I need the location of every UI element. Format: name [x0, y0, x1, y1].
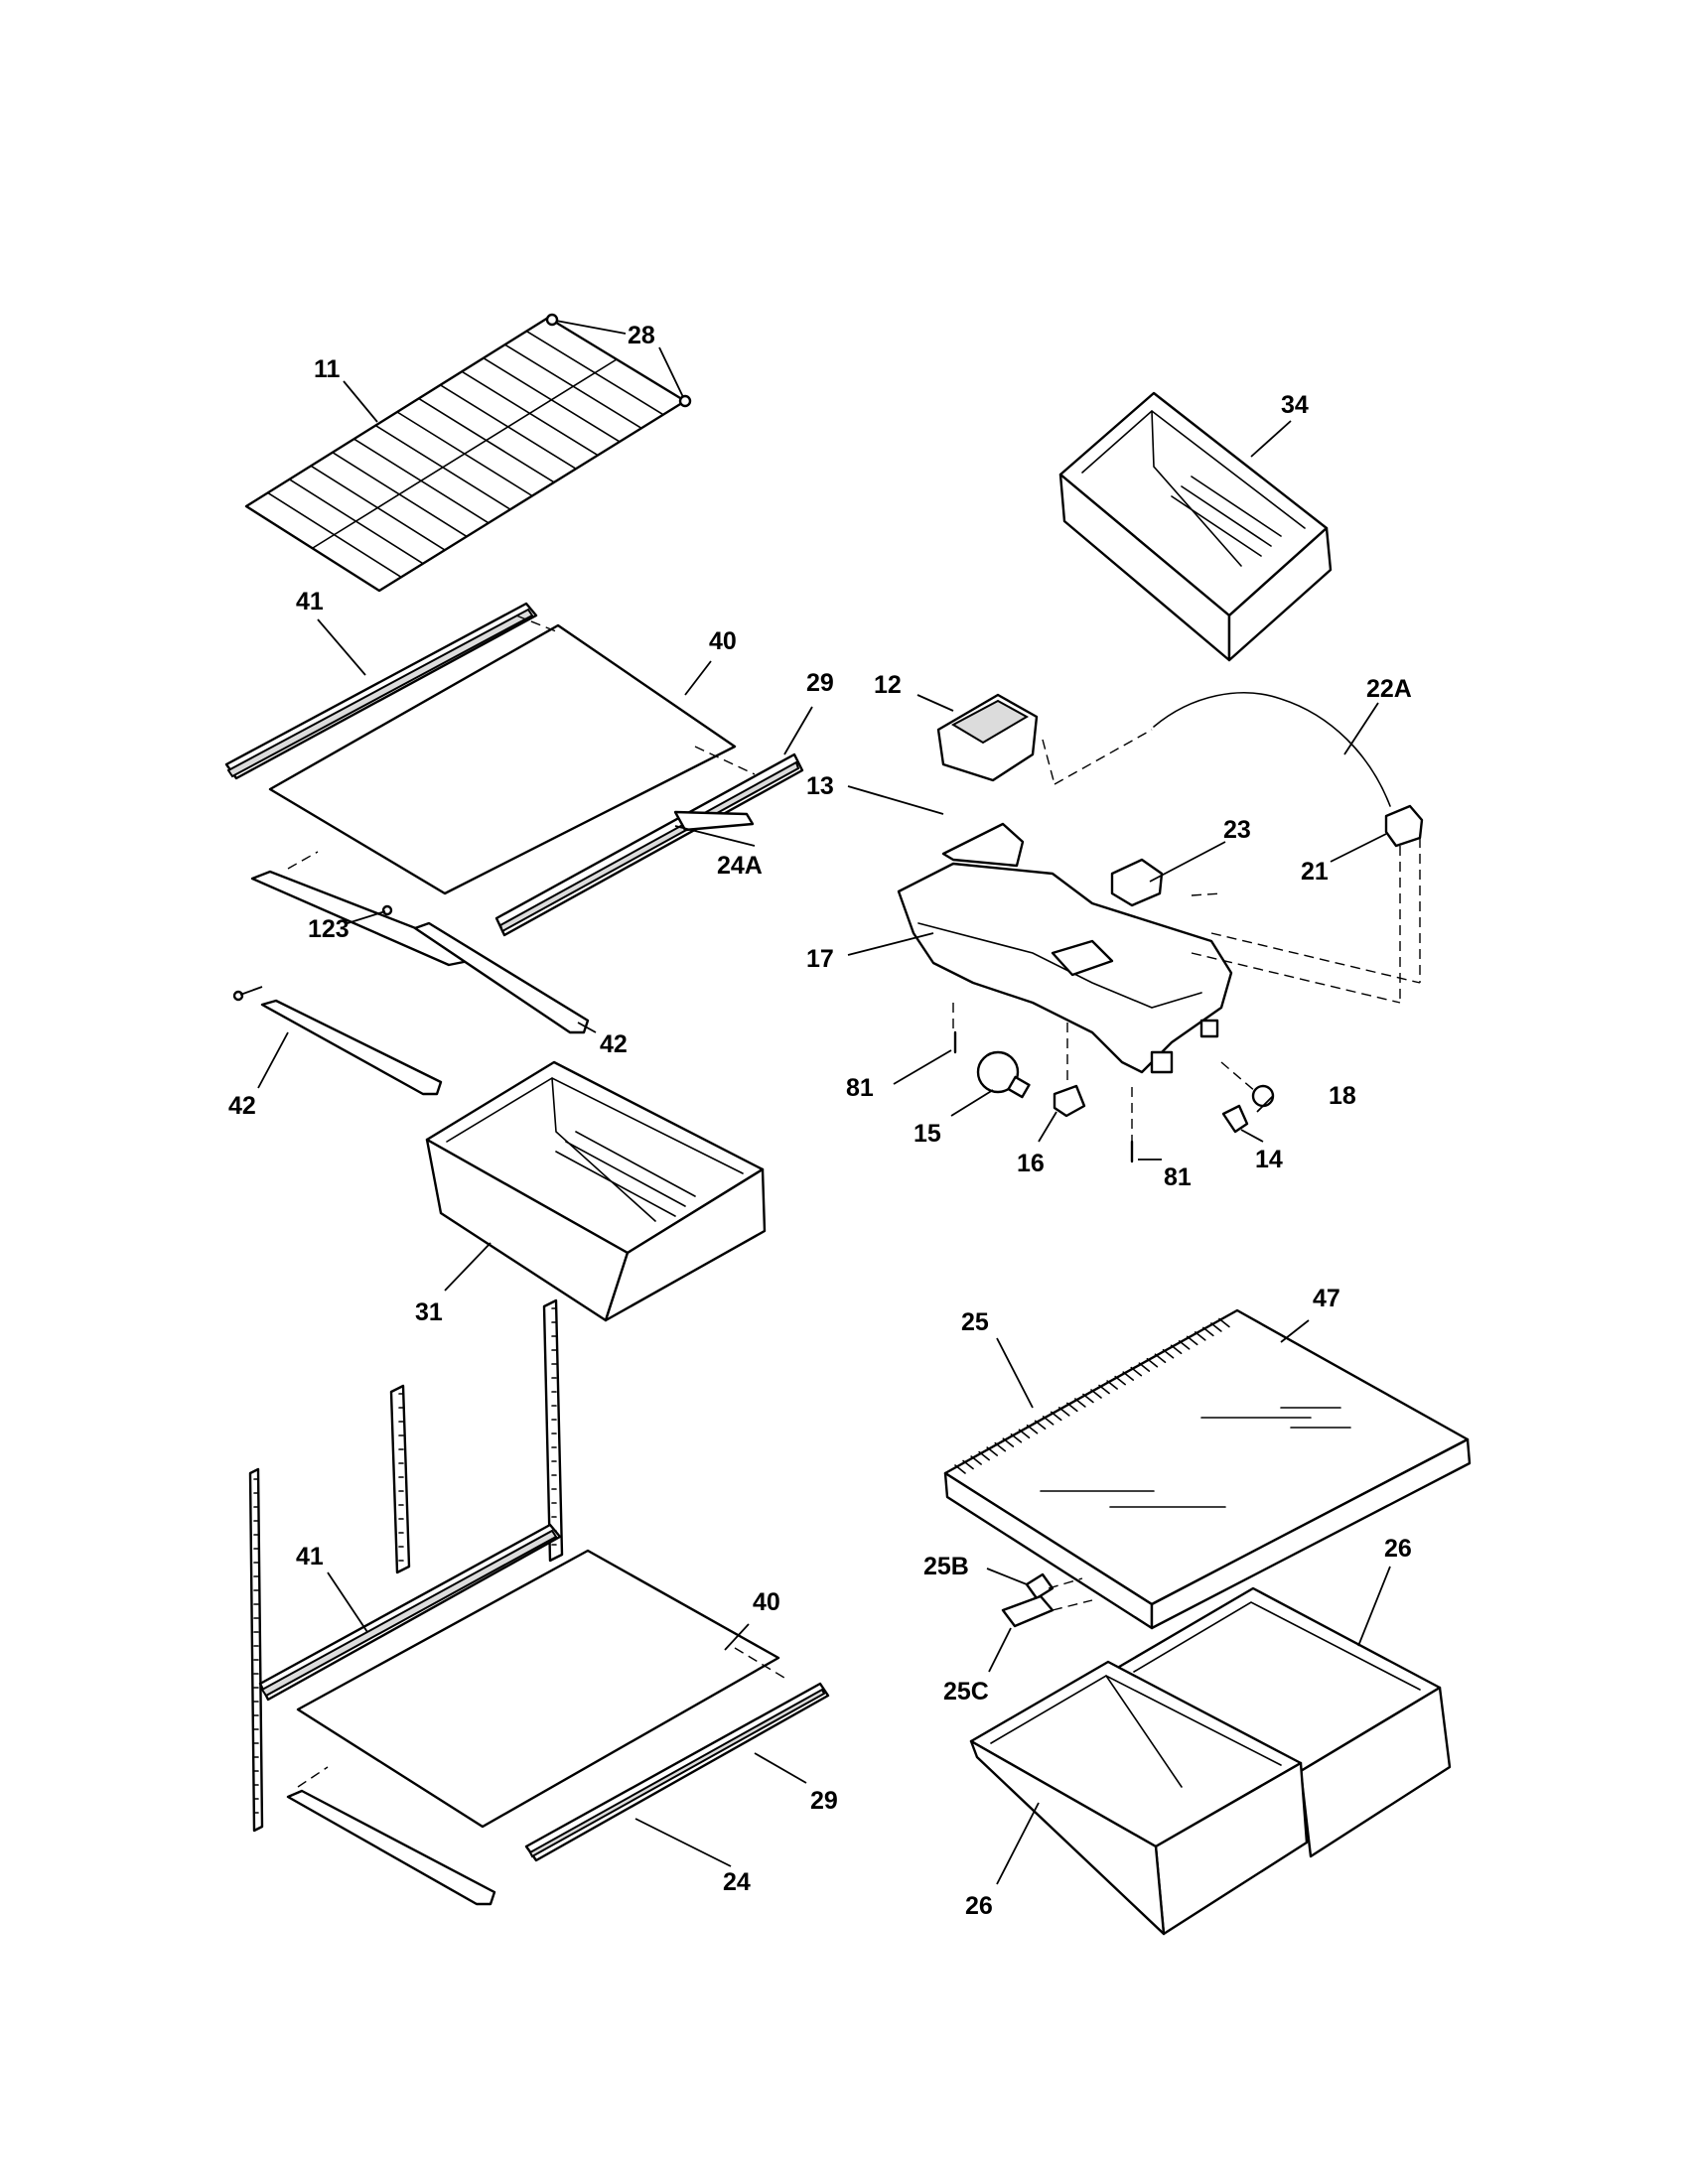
- crisper-cover-assembly: [943, 1308, 1472, 1936]
- callout-29: 29: [810, 1787, 838, 1815]
- callout-25b: 25B: [923, 1553, 969, 1580]
- callout-41: 41: [296, 1543, 324, 1570]
- callout-17: 17: [806, 945, 834, 973]
- callout-18: 18: [1329, 1082, 1356, 1110]
- lower-shelf-assembly: [248, 1298, 830, 1906]
- callout-42: 42: [600, 1030, 628, 1058]
- callout-42: 42: [228, 1092, 256, 1120]
- wire-shelf: [244, 313, 692, 593]
- callout-29: 29: [806, 669, 834, 697]
- upper-shelf-assembly: [224, 602, 804, 1096]
- callout-12: 12: [874, 671, 902, 699]
- crisper-drawer: [425, 1060, 767, 1322]
- callout-47: 47: [1313, 1285, 1340, 1312]
- callout-13: 13: [806, 772, 834, 800]
- callout-26: 26: [1384, 1535, 1412, 1563]
- callout-14: 14: [1255, 1146, 1283, 1173]
- callout-26: 26: [965, 1892, 993, 1920]
- callout-31: 31: [415, 1298, 443, 1326]
- callout-25c: 25C: [943, 1678, 989, 1706]
- leader-lines: [239, 320, 1391, 1885]
- callout-40: 40: [709, 627, 737, 655]
- callout-34: 34: [1281, 391, 1309, 419]
- callout-22a: 22A: [1366, 675, 1412, 703]
- callout-24a: 24A: [717, 852, 763, 880]
- callout-28: 28: [628, 322, 655, 349]
- callout-16: 16: [1017, 1150, 1045, 1177]
- control-housing-assembly: [897, 692, 1424, 1163]
- callout-21: 21: [1301, 858, 1329, 886]
- callout-15: 15: [914, 1120, 941, 1148]
- callout-81: 81: [1164, 1163, 1192, 1191]
- callout-24: 24: [723, 1868, 751, 1896]
- callout-25: 25: [961, 1308, 989, 1336]
- callout-23: 23: [1223, 816, 1251, 844]
- callout-labels: 11 28 34 41 40 29 12 22A 13 23 21 24A 17…: [228, 322, 1412, 1920]
- callout-41: 41: [296, 588, 324, 615]
- deli-drawer: [1058, 391, 1333, 662]
- callout-40: 40: [753, 1588, 780, 1616]
- callout-81: 81: [846, 1074, 874, 1102]
- callout-123: 123: [308, 915, 350, 943]
- callout-11: 11: [314, 355, 341, 383]
